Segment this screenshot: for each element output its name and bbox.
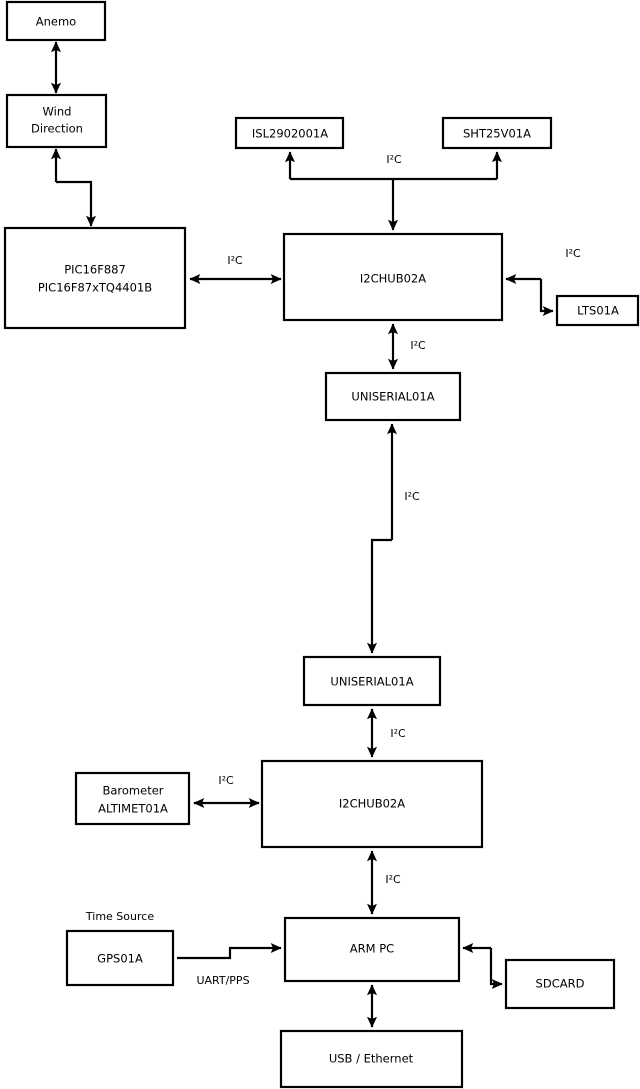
edge-label-unitop-unibot: I²C (404, 490, 420, 503)
node-box-isl2902001a[interactable] (234, 116, 345, 150)
label-time-source: Time Source (85, 910, 154, 923)
node-label-sdcard: SDCARD (536, 977, 585, 991)
edge-pic-hub: I²C (189, 254, 282, 285)
node-label-uniserial01a-bottom: UNISERIAL01A (330, 675, 413, 689)
node-box-arm-pc[interactable] (283, 916, 461, 983)
node-label-sht25v01a: SHT25V01A (463, 127, 531, 141)
node-box-wind-direction[interactable] (5, 93, 108, 149)
node-gps01a[interactable]: GPS01A (65, 929, 175, 987)
edge-hubbot-armpc: I²C (366, 850, 401, 915)
node-barometer[interactable]: Barometer ALTIMET01A (74, 771, 191, 826)
node-box-sht25v01a[interactable] (441, 116, 553, 150)
edge-label-hub-isl-sht: I²C (386, 153, 402, 166)
node-label-wind-direction-line2: Direction (31, 122, 83, 136)
node-usb-ethernet[interactable]: USB / Ethernet (279, 1029, 464, 1089)
edge-line-armpc-to-sdcard (489, 948, 503, 990)
node-box-i2chub02a-top[interactable] (282, 232, 504, 322)
node-box-i2chub02a-bottom[interactable] (260, 759, 484, 849)
node-uniserial01a-top[interactable]: UNISERIAL01A (324, 371, 462, 422)
edge-label-hub-unitop: I²C (410, 339, 426, 352)
edge-hub-unitop: I²C (387, 323, 426, 370)
node-anemo[interactable]: Anemo (5, 0, 107, 42)
node-sht25v01a[interactable]: SHT25V01A (441, 116, 553, 150)
edge-label-pic-hub: I²C (227, 254, 243, 267)
edge-label-barometer-hubbot: I²C (218, 774, 234, 787)
node-wind-direction[interactable]: Wind Direction (5, 93, 108, 149)
edge-winddir-pic (50, 148, 97, 227)
node-label-uniserial01a-top: UNISERIAL01A (351, 390, 434, 404)
edge-line-hub-to-lts (539, 279, 554, 317)
edge-unitop-unibot: I²C (366, 423, 420, 654)
node-i2chub02a-top[interactable]: I2CHUB02A (282, 232, 504, 322)
node-lts01a[interactable]: LTS01A (555, 294, 640, 327)
node-sdcard[interactable]: SDCARD (504, 958, 616, 1010)
edge-gps-armpc: UART/PPS (177, 942, 282, 987)
node-label-lts01a: LTS01A (577, 304, 619, 318)
edge-line-winddir-down (56, 180, 97, 227)
node-label-pic-mcu-line1: PIC16F887 (64, 263, 126, 277)
node-box-usb-ethernet[interactable] (279, 1029, 464, 1089)
edge-label-unibot-hubbot: I²C (390, 727, 406, 740)
node-box-gps01a[interactable] (65, 929, 175, 987)
node-label-usb-ethernet: USB / Ethernet (329, 1052, 414, 1066)
node-label-arm-pc: ARM PC (350, 942, 394, 956)
node-box-sdcard[interactable] (504, 958, 616, 1010)
edge-label-hubbot-armpc: I²C (385, 873, 401, 886)
node-pic-mcu[interactable]: PIC16F887 PIC16F87xTQ4401B (3, 226, 187, 330)
node-label-i2chub02a-top: I2CHUB02A (360, 272, 426, 286)
edge-hub-lts: I²C (505, 247, 581, 317)
node-label-isl2902001a: ISL2902001A (252, 127, 328, 141)
node-i2chub02a-bottom[interactable]: I2CHUB02A (260, 759, 484, 849)
node-box-lts01a[interactable] (555, 294, 640, 327)
node-box-pic-mcu[interactable] (3, 226, 187, 330)
node-label-barometer-line2: ALTIMET01A (98, 802, 168, 816)
edge-unibot-hubbot: I²C (366, 708, 406, 758)
node-label-i2chub02a-bottom: I2CHUB02A (339, 797, 405, 811)
node-box-uniserial01a-top[interactable] (324, 371, 462, 422)
node-box-uniserial01a-bottom[interactable] (302, 655, 442, 707)
node-box-anemo[interactable] (5, 0, 107, 42)
node-label-pic-mcu-line2: PIC16F87xTQ4401B (38, 281, 152, 295)
edge-barometer-hubbot: I²C (193, 774, 260, 809)
node-arm-pc[interactable]: ARM PC (283, 916, 461, 983)
node-isl2902001a[interactable]: ISL2902001A (234, 116, 345, 150)
edge-line-gps-armpc (177, 942, 282, 960)
edge-armpc-sdcard (462, 942, 503, 990)
node-box-barometer[interactable] (74, 771, 191, 826)
node-label-wind-direction-line1: Wind (43, 105, 72, 119)
edge-label-hub-lts: I²C (565, 247, 581, 260)
edge-label-gps-armpc: UART/PPS (196, 974, 249, 987)
node-uniserial01a-bottom[interactable]: UNISERIAL01A (302, 655, 442, 707)
edge-line-unitop-to-unibot (366, 538, 392, 654)
node-label-barometer-line1: Barometer (102, 784, 163, 798)
node-label-gps01a: GPS01A (97, 952, 143, 966)
node-label-anemo: Anemo (36, 15, 76, 29)
edge-hub-isl-sht: I²C (284, 151, 503, 231)
